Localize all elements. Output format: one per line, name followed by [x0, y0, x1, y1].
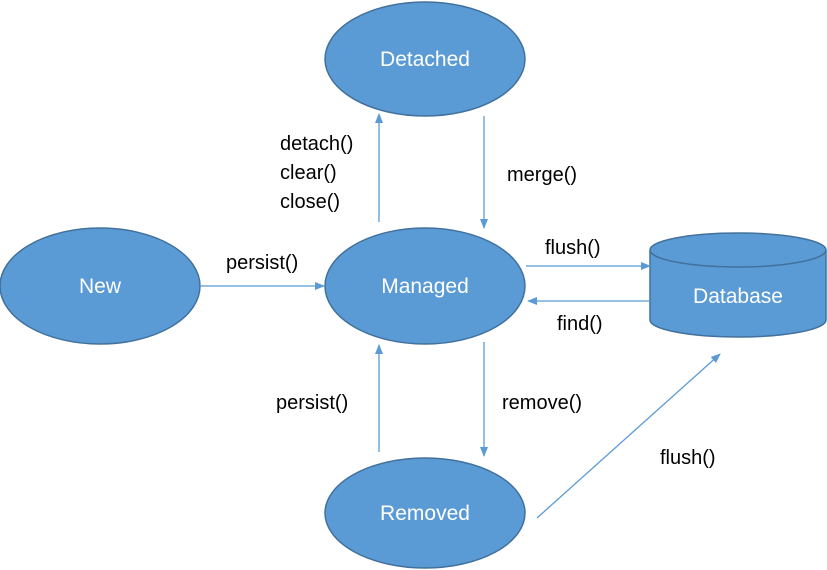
find-label: find()	[557, 313, 603, 335]
new-ellipse	[0, 227, 201, 345]
database-label: Database	[693, 285, 783, 308]
managed-label: Managed	[381, 275, 469, 298]
state-new: New	[0, 227, 201, 345]
new-label: New	[79, 275, 122, 298]
database-top	[649, 232, 827, 268]
persist-new-label: persist()	[226, 252, 298, 274]
state-removed: Removed	[324, 457, 526, 569]
state-managed: Managed	[324, 227, 526, 345]
persist-removed-label: persist()	[276, 392, 348, 414]
close-label: close()	[280, 191, 340, 213]
database-body	[649, 250, 827, 338]
arrow-removed-to-database	[536, 353, 721, 519]
detach-label: detach()	[280, 133, 353, 155]
flush-managed-label: flush()	[545, 237, 601, 259]
merge-label: merge()	[507, 164, 577, 186]
state-detached: Detached	[324, 1, 526, 117]
detached-ellipse	[324, 1, 526, 117]
flush-removed-label: flush()	[660, 447, 716, 469]
remove-label: remove()	[502, 392, 582, 414]
managed-ellipse	[324, 227, 526, 345]
detached-label: Detached	[380, 48, 470, 71]
removed-label: Removed	[380, 502, 470, 525]
removed-ellipse	[324, 457, 526, 569]
clear-label: clear()	[280, 162, 337, 184]
database-cylinder: Database	[649, 232, 827, 338]
